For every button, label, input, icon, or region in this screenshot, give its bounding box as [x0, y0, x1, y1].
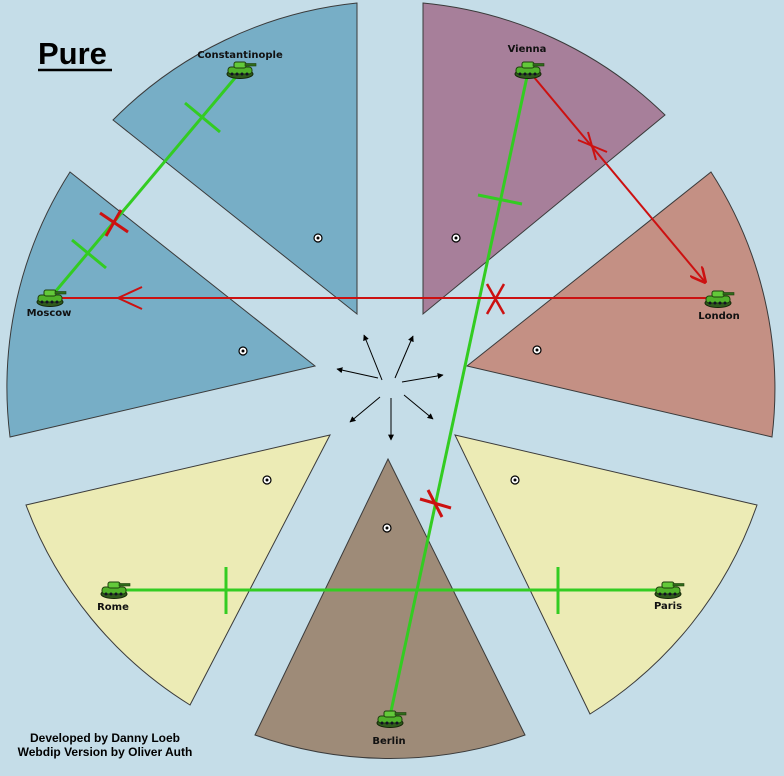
supply-center-icon: [262, 475, 272, 485]
supply-center-icon: [313, 233, 323, 243]
province-constantinople[interactable]: [112, 2, 358, 316]
supply-center-icon: [382, 523, 392, 533]
supply-center-icon: [238, 346, 248, 356]
move-order-london-moscow: [52, 283, 718, 315]
cut-marker-constantinople-support: [99, 209, 129, 237]
province-berlin[interactable]: [254, 457, 526, 759]
support-order-rome-paris: [114, 567, 668, 614]
province-vienna[interactable]: [422, 2, 666, 316]
cut-marker-berlin-support: [419, 489, 452, 518]
province-label-paris: Paris: [654, 601, 682, 612]
province-moscow[interactable]: [6, 171, 317, 438]
compass-arrows: [336, 334, 444, 441]
province-label-london: London: [698, 311, 740, 322]
credit-developer: Developed by Danny Loeb: [30, 731, 180, 745]
province-label-moscow: Moscow: [27, 308, 72, 319]
supply-center-icon: [510, 475, 520, 485]
province-paris[interactable]: [454, 434, 758, 715]
map-title: Pure: [38, 36, 107, 71]
supply-center-icon: [532, 345, 542, 355]
support-order-constantinople-moscow: [48, 71, 242, 299]
province-rome[interactable]: [25, 434, 331, 706]
move-order-vienna-london: [527, 69, 705, 282]
province-label-constantinople: Constantinople: [197, 50, 283, 61]
supply-center-icon: [451, 233, 461, 243]
credit-webdip: Webdip Version by Oliver Auth: [18, 745, 193, 759]
province-label-rome: Rome: [97, 602, 129, 613]
support-order-vienna-berlin: [388, 71, 530, 717]
province-london[interactable]: [465, 171, 776, 438]
province-label-berlin: Berlin: [372, 736, 405, 747]
province-label-vienna: Vienna: [508, 44, 547, 55]
